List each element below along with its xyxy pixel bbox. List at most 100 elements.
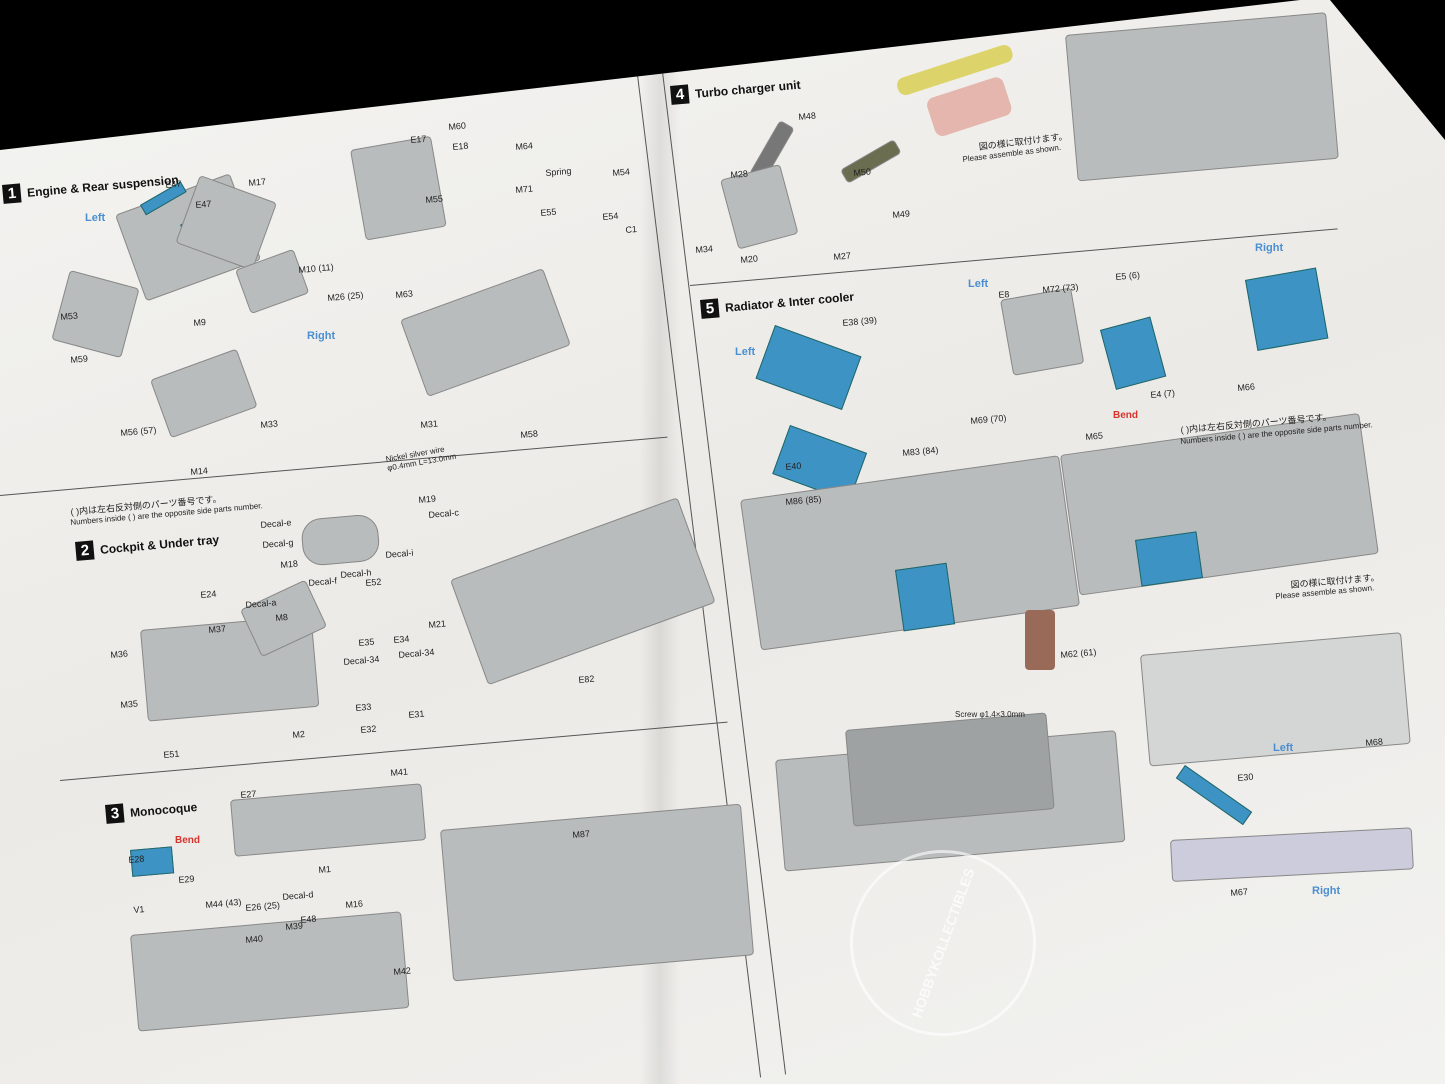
- rear-suspension-diagram: [400, 268, 571, 398]
- part-number-label: M10 (11): [298, 261, 335, 275]
- step-number: 1: [2, 183, 22, 204]
- part-number-label: E4 (7): [1150, 387, 1176, 400]
- part-number-label: E33: [355, 701, 372, 713]
- intercooler-panel-part: [1100, 316, 1167, 390]
- step-number: 2: [75, 540, 95, 561]
- part-number-label: M16: [345, 898, 364, 910]
- radiator-part: [755, 325, 862, 411]
- part-number-label: E34: [393, 633, 410, 645]
- part-number-label: E28: [128, 853, 145, 865]
- part-number-label: M72 (73): [1042, 281, 1079, 295]
- part-number-label: Decal-f: [308, 575, 338, 588]
- monocoque-engine-assembly-diagram: [440, 803, 755, 982]
- part-number-label: M62 (61): [1060, 646, 1097, 660]
- radiator-part: [1135, 531, 1203, 587]
- intercooler-assembled-part: [1245, 267, 1329, 351]
- dashboard-diagram: [300, 513, 381, 567]
- part-number-label: Decal-c: [428, 507, 460, 520]
- bend-label: Bend: [175, 835, 200, 846]
- part-number-label: M63: [395, 288, 414, 300]
- part-number-label: M42: [393, 965, 412, 977]
- part-number-label: M33: [260, 418, 279, 430]
- part-number-label: E18: [452, 140, 469, 152]
- part-number-label: Decal-d: [282, 889, 314, 902]
- part-number-label: M31: [420, 418, 439, 430]
- part-number-label: E5 (6): [1115, 269, 1141, 282]
- part-number-label: E29: [178, 873, 195, 885]
- part-number-label: Decal-i: [385, 547, 414, 560]
- part-number-label: E26 (25): [245, 899, 281, 913]
- part-number-label: M18: [280, 558, 299, 570]
- left-label: Left: [85, 212, 106, 224]
- sidepod-right-diagram: [1170, 827, 1414, 882]
- bend-label: Bend: [1113, 410, 1138, 421]
- step-title: Turbo charger unit: [694, 77, 802, 101]
- left-label: Left: [968, 278, 989, 290]
- part-number-label: E30: [1237, 771, 1254, 783]
- exhaust-pipe-part: [840, 139, 902, 184]
- part-number-label: M50: [853, 166, 872, 178]
- part-number-label: M55: [425, 193, 444, 205]
- part-number-label: M67: [1230, 886, 1249, 898]
- screw-note: Screw φ1.4×3.0mm: [955, 710, 1025, 719]
- panel-divider: [690, 228, 1338, 286]
- part-number-label: Decal-g: [262, 537, 294, 550]
- left-label: Left: [735, 346, 756, 358]
- part-number-label: M69 (70): [970, 412, 1007, 426]
- part-number-label: V1: [133, 904, 145, 915]
- part-number-label: E35: [358, 636, 375, 648]
- part-number-label: M41: [390, 766, 409, 778]
- part-number-label: M56 (57): [120, 424, 157, 438]
- part-number-label: M28: [730, 168, 749, 180]
- part-number-label: E51: [163, 748, 180, 760]
- step-title: Monocoque: [129, 799, 198, 820]
- gearbox-diagram: [350, 135, 447, 241]
- part-number-label: Decal-34: [343, 653, 380, 667]
- duct-part: [1025, 610, 1055, 670]
- part-number-label: M14: [190, 465, 209, 477]
- part-number-label: E31: [408, 708, 425, 720]
- part-number-label: M17: [248, 176, 267, 188]
- panel-divider: [0, 436, 668, 496]
- part-number-label: E17: [410, 133, 427, 145]
- part-number-label: E47: [195, 198, 212, 210]
- part-number-label: M60: [448, 120, 467, 132]
- part-number-label: Spring: [545, 165, 572, 178]
- nickel-wire-note: Nickel silver wire φ0.4mm L=13.0mm: [385, 444, 457, 473]
- right-label: Right: [307, 330, 336, 342]
- part-number-label: M26 (25): [327, 289, 364, 303]
- part-number-label: C1: [625, 223, 638, 235]
- floor-plate-diagram: [845, 712, 1055, 827]
- part-number-label: E40: [785, 460, 802, 472]
- part-number-label: M27: [833, 250, 852, 262]
- part-number-label: M19: [418, 493, 437, 505]
- part-number-label: Decal-34: [398, 646, 435, 660]
- part-number-label: E8: [998, 289, 1010, 300]
- step-number: 5: [700, 298, 720, 319]
- part-number-label: M53: [60, 310, 79, 322]
- part-number-label: M21: [428, 618, 447, 630]
- right-label: Right: [1255, 242, 1284, 254]
- part-number-label: M54: [612, 166, 631, 178]
- part-number-label: M68: [1365, 736, 1384, 748]
- part-number-label: M44 (43): [205, 896, 242, 910]
- step-title: Cockpit & Under tray: [99, 532, 220, 557]
- part-number-label: M65: [1085, 430, 1104, 442]
- part-number-label: E27: [240, 788, 257, 800]
- part-number-label: M83 (84): [902, 444, 939, 458]
- part-number-label: M49: [892, 208, 911, 220]
- part-number-label: M40: [245, 933, 264, 945]
- part-number-label: M35: [120, 698, 139, 710]
- part-number-label: E52: [365, 576, 382, 588]
- part-number-label: M71: [515, 183, 534, 195]
- turbo-assembled-diagram: [1065, 12, 1339, 182]
- part-number-label: M48: [798, 110, 817, 122]
- radiator-part: [895, 562, 956, 632]
- part-number-label: E54: [602, 210, 619, 222]
- part-number-label: M34: [695, 243, 714, 255]
- part-number-label: M1: [318, 863, 332, 875]
